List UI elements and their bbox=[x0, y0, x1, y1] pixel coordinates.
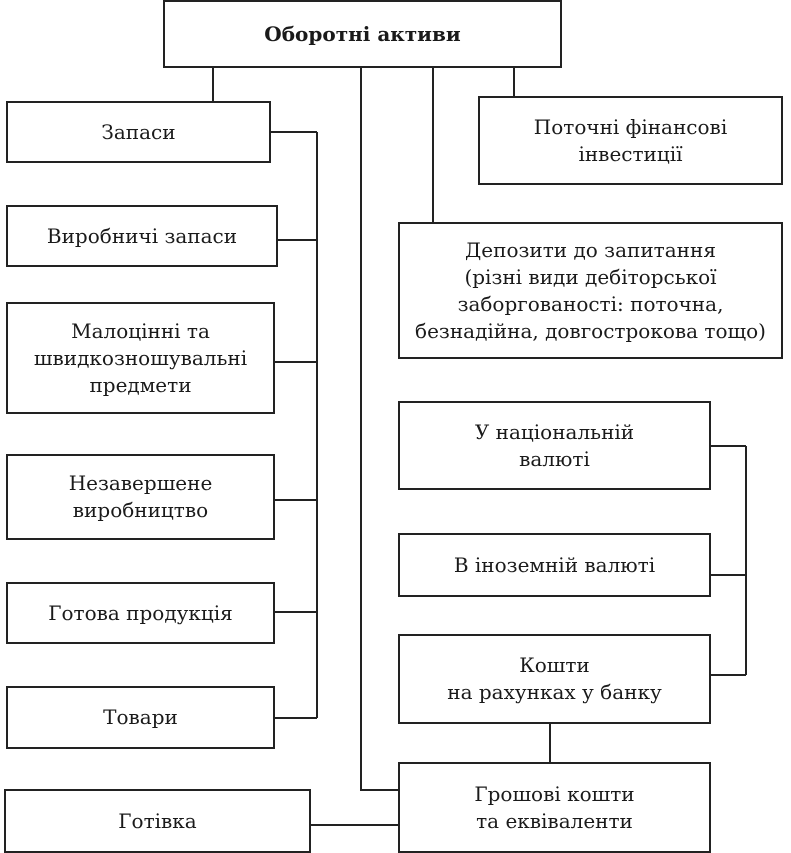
root-box: Оборотні активи bbox=[163, 0, 562, 68]
goods-box: Товари bbox=[6, 686, 275, 749]
finished-goods-box: Готова продукція bbox=[6, 582, 275, 644]
bank-accounts-label: Кошти на рахунках у банку bbox=[447, 653, 662, 704]
production-stocks-label: Виробничі запаси bbox=[46, 223, 238, 248]
low-value-items-label: Малоцінні та швидкозношувальні предмети bbox=[33, 318, 248, 397]
root-label: Оборотні активи bbox=[264, 21, 461, 46]
bank-accounts-box: Кошти на рахунках у банку bbox=[398, 634, 711, 724]
cash-equivalents-label: Грошові кошти та еквіваленти bbox=[474, 781, 635, 833]
foreign-currency-label: В іноземній валюті bbox=[453, 552, 656, 577]
foreign-currency-box: В іноземній валюті bbox=[398, 533, 711, 597]
current-investments-label: Поточні фінансові інвестиції bbox=[533, 114, 728, 166]
national-currency-label: У національній валюті bbox=[474, 419, 635, 471]
national-currency-box: У національній валюті bbox=[398, 401, 711, 490]
work-in-progress-label: Незавершене виробництво bbox=[68, 471, 213, 522]
deposits-box: Депозити до запитання (різні види дебіто… bbox=[398, 222, 783, 359]
production-stocks-box: Виробничі запаси bbox=[6, 205, 278, 267]
cash-on-hand-box: Готівка bbox=[4, 789, 311, 853]
finished-goods-label: Готова продукція bbox=[48, 600, 233, 625]
inventories-label: Запаси bbox=[101, 119, 176, 144]
cash-equivalents-box: Грошові кошти та еквіваленти bbox=[398, 762, 711, 853]
inventories-box: Запаси bbox=[6, 101, 271, 163]
low-value-items-box: Малоцінні та швидкозношувальні предмети bbox=[6, 302, 275, 414]
current-investments-box: Поточні фінансові інвестиції bbox=[478, 96, 783, 185]
deposits-label: Депозити до запитання (різні види дебіто… bbox=[415, 237, 766, 343]
cash-on-hand-label: Готівка bbox=[118, 808, 197, 833]
work-in-progress-box: Незавершене виробництво bbox=[6, 454, 275, 540]
goods-label: Товари bbox=[103, 705, 178, 729]
